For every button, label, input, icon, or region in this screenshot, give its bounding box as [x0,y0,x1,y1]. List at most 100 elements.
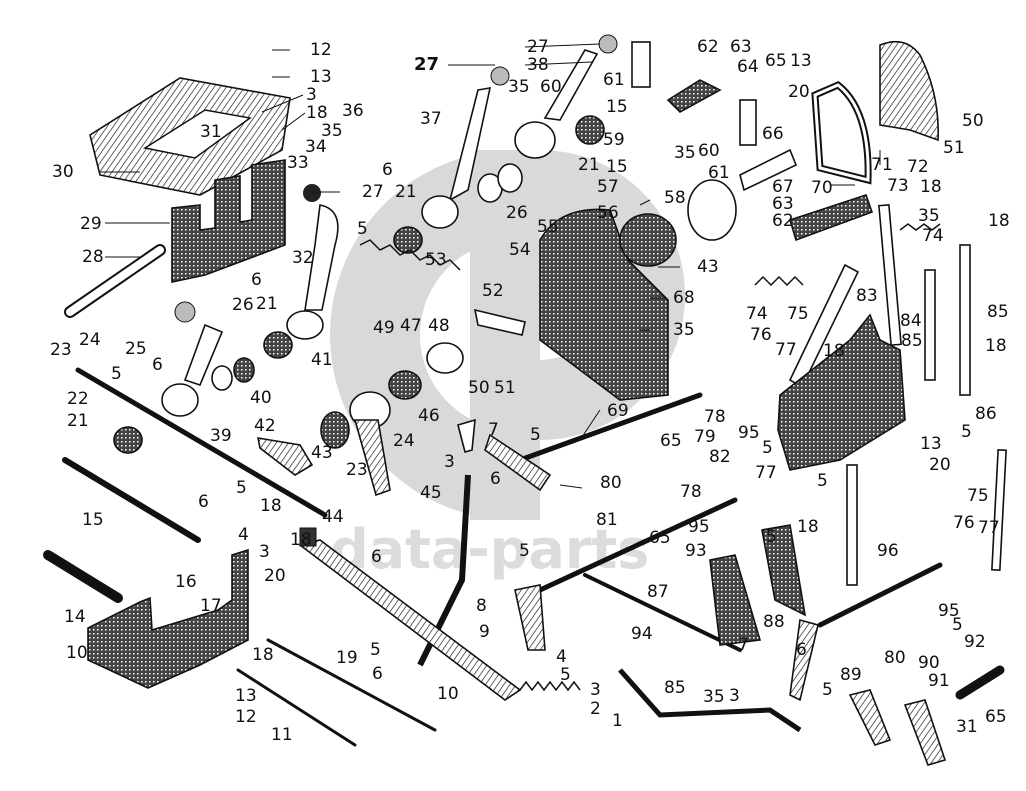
callout-label: 1 [612,711,623,731]
callout-label: 5 [530,425,541,445]
callout-label: 47 [400,316,422,336]
callout-label: 13 [790,51,812,71]
callout-label: 28 [82,247,104,267]
callout-label: 59 [603,130,625,150]
callout-label: 95 [938,601,960,621]
callout-label: 34 [305,137,327,157]
callout-label: 18 [988,211,1010,231]
callout-label: 27 [362,182,384,202]
callout-label: 49 [373,318,395,338]
callout-labels: 12 13 3 18 36 35 34 33 31 30 29 28 27 5 … [50,37,1010,745]
callout-label: 24 [79,330,101,350]
callout-label: 43 [311,443,333,463]
callout-label: 52 [482,281,504,301]
callout-label: 35 [703,687,725,707]
callout-label: 6 [382,160,393,180]
callout-label: 23 [346,460,368,480]
callout-label: 75 [967,486,989,506]
callout-label: 13 [920,434,942,454]
callout-label: 63 [772,194,794,214]
callout-label: 35 [321,121,343,141]
callout-label: 81 [596,510,618,530]
callout-label: 85 [664,678,686,698]
callout-label: 88 [763,612,785,632]
callout-label: 83 [856,286,878,306]
callout-label: 18 [306,103,328,123]
callout-label: 6 [198,492,209,512]
callout-label: 2 [590,699,601,719]
callout-label: 26 [506,203,528,223]
bolt-16-part [62,457,201,543]
callout-label: 77 [978,518,1000,538]
callout-label: 87 [647,582,669,602]
callout-label: 56 [597,203,619,223]
callout-label: 35 [674,143,696,163]
callout-label: 41 [311,350,333,370]
callout-label: 62 [772,211,794,231]
callout-label: 73 [887,176,909,196]
callout-label: 37 [420,109,442,129]
callout-label: 5 [111,364,122,384]
callout-label: 85 [901,331,923,351]
callout-label: 6 [251,270,262,290]
callout-label: 22 [67,389,89,409]
callout-label: 51 [943,138,965,158]
callout-label: 75 [787,304,809,324]
callout-label: 60 [540,77,562,97]
callout-label: 57 [597,177,619,197]
callout-label: 48 [428,316,450,336]
callout-label: 6 [372,664,383,684]
callout-label: 3 [306,85,317,105]
callout-label: 80 [600,473,622,493]
callout-label: 27 [527,37,549,57]
callout-label: 18 [797,517,819,537]
callout-label: 15 [606,97,628,117]
callout-label: 77 [775,340,797,360]
callout-label: 3 [729,686,740,706]
callout-label: 7 [488,420,499,440]
callout-label: 78 [704,407,726,427]
callout-label: 13 [235,686,257,706]
callout-label: 65 [985,707,1007,727]
callout-label: 80 [884,648,906,668]
callout-label: 5 [766,527,777,547]
callout-label: 10 [437,684,459,704]
callout-label: 77 [755,463,777,483]
callout-label: 5 [357,219,368,239]
callout-label: 30 [52,162,74,182]
callout-label: 5 [762,438,773,458]
callout-label: 85 [987,302,1009,322]
callout-label: 91 [928,671,950,691]
callout-label: 29 [80,214,102,234]
callout-label: 25 [125,339,147,359]
callout-label: 64 [737,57,759,77]
callout-label: 40 [250,388,272,408]
callout-label: 6 [490,469,501,489]
rod-22-part [75,367,328,518]
callout-label: 18 [252,645,274,665]
callout-label: 89 [840,665,862,685]
callout-label: 94 [631,624,653,644]
callout-label: 31 [200,122,222,142]
callout-label: 96 [877,541,899,561]
callout-label: 3 [444,452,455,472]
callout-label: 3 [590,680,601,700]
callout-label: 5 [370,640,381,660]
callout-label: 21 [395,182,417,202]
callout-label: 45 [420,483,442,503]
callout-label: 5 [822,680,833,700]
housing-part [539,208,669,401]
callout-label: 95 [738,423,760,443]
callout-label: 9 [479,622,490,642]
callout-label: 70 [811,178,833,198]
callout-label: 74 [922,226,944,246]
callout-label: 5 [560,665,571,685]
callout-label: 32 [292,248,314,268]
callout-label: 3 [259,542,270,562]
callout-label: 5 [519,541,530,561]
callout-label: 35 [508,77,530,97]
callout-label: 21 [67,411,89,431]
callout-label: 11 [271,725,293,745]
callout-label: 15 [82,510,104,530]
callout-label: 17 [200,596,222,616]
